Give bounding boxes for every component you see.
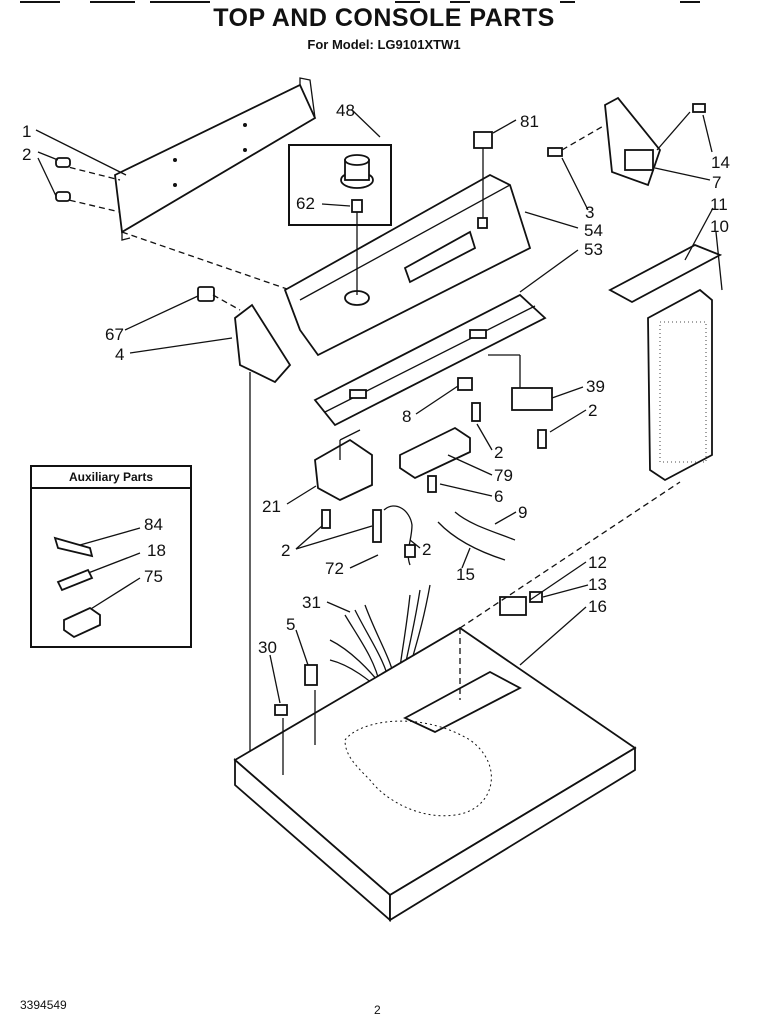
- page-number: 2: [374, 1003, 381, 1017]
- part-30-clip: [274, 704, 288, 716]
- model-subtitle: For Model: LG9101XTW1: [307, 37, 461, 52]
- callout-81: 81: [520, 112, 539, 131]
- auxiliary-parts-header: Auxiliary Parts: [32, 467, 190, 489]
- callout-13: 13: [588, 575, 607, 594]
- callout-72: 72: [325, 559, 344, 578]
- part-79-timer-block: [399, 402, 481, 493]
- callout-2-right: 2: [588, 401, 597, 420]
- part-2-screws-left: [55, 157, 71, 202]
- callout-84: 84: [144, 515, 163, 534]
- callout-48: 48: [336, 101, 355, 120]
- callout-2-left: 2: [22, 145, 31, 164]
- part-12-bracket: [499, 591, 543, 616]
- callout-30: 30: [258, 638, 277, 657]
- callout-2-wire: 2: [422, 540, 431, 559]
- part-53-console-channel: [313, 293, 547, 427]
- part-48-knob-inset: [288, 144, 392, 226]
- part-81-switch: [473, 131, 493, 149]
- part-72-wire: [372, 505, 416, 566]
- part-5-clip: [304, 664, 318, 686]
- callout-7: 7: [712, 173, 721, 192]
- document-number: 3394549: [20, 998, 67, 1012]
- callout-leader-lines: [35, 109, 723, 704]
- part-1-rear-bracket: [59, 77, 317, 291]
- callout-2-motor: 2: [281, 541, 290, 560]
- part-4-end-cap: [197, 286, 292, 760]
- callout-21: 21: [262, 497, 281, 516]
- auxiliary-parts-box: Auxiliary Parts: [30, 465, 192, 648]
- callout-16: 16: [588, 597, 607, 616]
- callout-67: 67: [105, 325, 124, 344]
- part-54-console-panel: [283, 148, 532, 357]
- part-9-wire: [437, 511, 516, 561]
- callout-79: 79: [494, 466, 513, 485]
- callout-8: 8: [402, 407, 411, 426]
- callout-53: 53: [584, 240, 603, 259]
- callout-31: 31: [302, 593, 321, 612]
- part-7-right-end-cap: [547, 96, 706, 187]
- callout-11: 11: [710, 195, 728, 214]
- part-8-switch: [457, 377, 473, 391]
- callout-12: 12: [588, 553, 607, 572]
- callout-2-center: 2: [494, 443, 503, 462]
- callout-3: 3: [585, 203, 594, 222]
- callout-6: 6: [494, 487, 503, 506]
- callout-1: 1: [22, 122, 31, 141]
- part-39-switch: [488, 354, 553, 449]
- auxiliary-parts-sketches: [53, 536, 101, 639]
- callout-62: 62: [296, 194, 315, 213]
- callout-10: 10: [710, 217, 729, 236]
- callout-14: 14: [711, 153, 730, 172]
- part-16-dryer-top: [233, 481, 681, 922]
- part-21-motor: [314, 429, 373, 529]
- callout-18: 18: [147, 541, 166, 560]
- callout-4: 4: [115, 345, 124, 364]
- page-title: TOP AND CONSOLE PARTS: [213, 4, 555, 32]
- callout-15: 15: [456, 565, 475, 584]
- callout-5: 5: [286, 615, 295, 634]
- part-10-lint-filter: [608, 244, 723, 482]
- callout-39: 39: [586, 377, 605, 396]
- callout-75: 75: [144, 567, 163, 586]
- callout-54: 54: [584, 221, 603, 240]
- callout-numbers: 1 2 48 81 14 7 62 3 54 11 10 53 67 4 39 …: [22, 101, 730, 657]
- callout-9: 9: [518, 503, 527, 522]
